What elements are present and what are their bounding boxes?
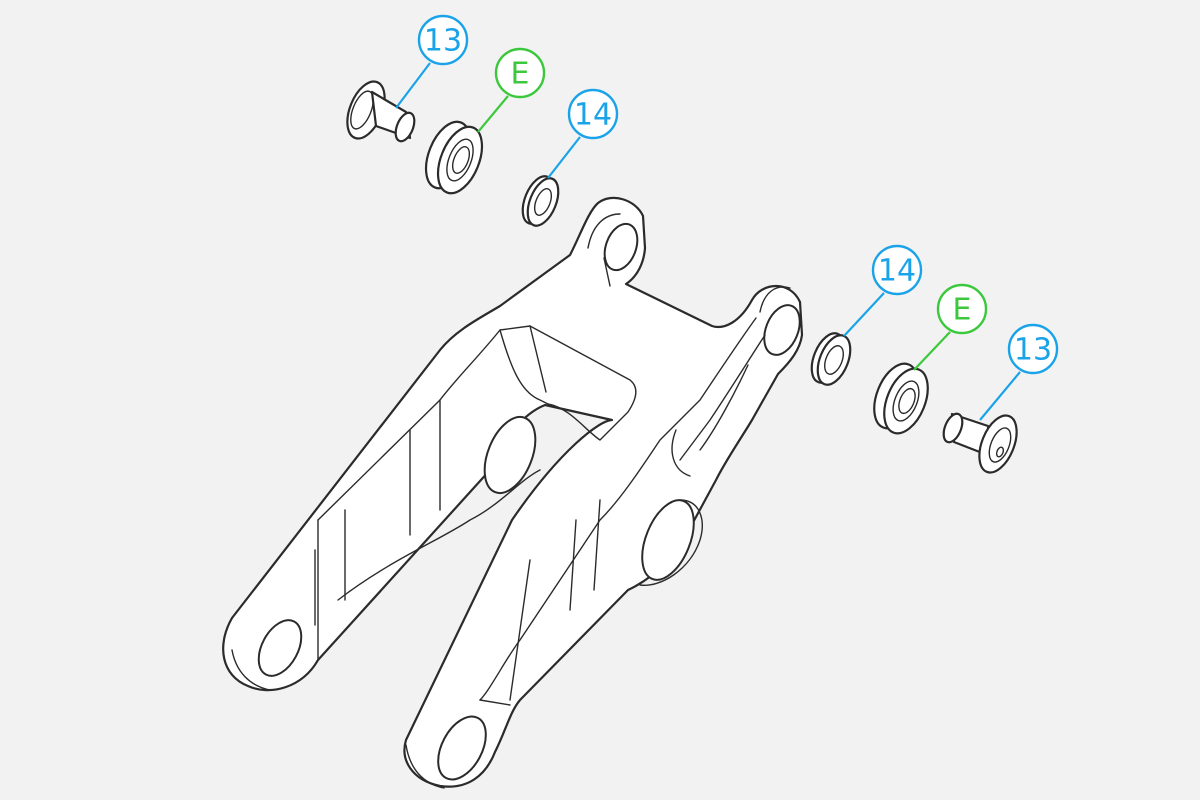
callout-c1: 13 xyxy=(395,14,469,109)
callout-c3: 14 xyxy=(547,88,619,179)
callout-circle xyxy=(494,47,546,99)
callout-leader-line xyxy=(395,62,431,109)
left-bearing xyxy=(424,120,484,195)
callout-circle xyxy=(936,283,988,335)
callout-leader-line xyxy=(979,371,1021,421)
right-pivot-hole xyxy=(763,304,801,356)
callout-c6: 13 xyxy=(979,323,1059,421)
callout-c4: 14 xyxy=(843,244,923,337)
callout-label: 14 xyxy=(574,98,612,133)
callout-leader-line xyxy=(843,292,885,337)
right-bolt xyxy=(942,412,1018,474)
upper-pivot-hole xyxy=(603,222,639,272)
callout-label: 13 xyxy=(424,24,462,59)
left-spacer xyxy=(521,175,560,227)
callout-circle xyxy=(1007,323,1059,375)
callout-leader-line xyxy=(547,136,581,179)
callout-label: 13 xyxy=(1014,333,1052,368)
callout-circle xyxy=(871,244,923,296)
right-center-hole xyxy=(641,499,695,581)
center-pivot-hole xyxy=(483,416,537,494)
left-bolt xyxy=(346,80,416,143)
lower-right-pivot-hole xyxy=(437,715,487,781)
callout-circle xyxy=(417,14,469,66)
callout-label: 14 xyxy=(878,254,916,289)
callout-circle xyxy=(567,88,619,140)
callout-leader-line xyxy=(913,331,951,371)
callout-leader-line xyxy=(477,95,509,133)
callout-label: E xyxy=(953,293,972,328)
callout-label: E xyxy=(511,57,530,92)
callout-c5: E xyxy=(913,283,988,371)
rocker-link xyxy=(222,196,804,789)
lower-left-pivot-hole xyxy=(257,619,303,677)
right-spacer xyxy=(810,332,852,386)
callout-c2: E xyxy=(477,47,546,133)
right-bearing xyxy=(873,362,929,435)
